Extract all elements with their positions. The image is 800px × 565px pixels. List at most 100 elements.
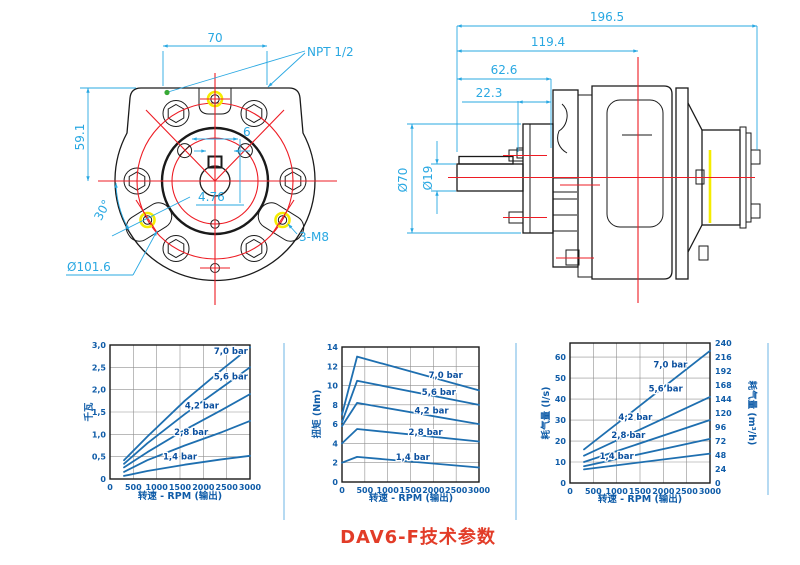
- side-view: 196.5 119.4 62.6 22.3 Ø70 Ø19: [396, 10, 761, 303]
- y-tick-label: 8: [332, 401, 338, 410]
- y-tick-label: 6: [332, 420, 338, 429]
- y-tick-label: 2: [332, 459, 338, 468]
- y2-tick-label: 240: [715, 339, 732, 348]
- series-label: 5,6 bar: [649, 385, 684, 395]
- series-label: 5,6 bar: [214, 372, 249, 382]
- dim-bolt-circle: Ø101.6: [67, 260, 111, 274]
- x-tick-label: 0: [567, 487, 573, 496]
- series-line: [583, 437, 711, 468]
- y-tick-label: 0,5: [92, 453, 107, 462]
- chart-axis-titles: 千瓦 转速 - RPM (输出) 扭矩 (Nm) 转速 - RPM (输出) 耗…: [83, 381, 758, 505]
- main-body: [591, 85, 673, 280]
- x-tick-label: 3000: [468, 486, 491, 495]
- x-tick-label: 0: [339, 486, 345, 495]
- x-tick-label: 500: [356, 486, 373, 495]
- series-label: 4,2 bar: [414, 407, 449, 417]
- x-tick-label: 3000: [239, 483, 262, 492]
- dim-keyway-width: 6: [243, 125, 251, 139]
- y-tick-label: 0: [332, 478, 338, 487]
- x-tick-label: 1500: [629, 487, 652, 496]
- series-label: 4,2 bar: [618, 413, 653, 423]
- x-tick-label: 2500: [445, 486, 468, 495]
- series-line: [341, 401, 480, 428]
- y-tick-label: 10: [555, 458, 567, 467]
- x-tick-label: 500: [125, 483, 142, 492]
- y2-tick-label: 0: [715, 479, 721, 488]
- y-tick-label: 30: [555, 416, 567, 425]
- power-y-label: 千瓦: [83, 402, 95, 422]
- air-x-label: 转速 - RPM (输出): [598, 493, 682, 505]
- y-tick-label: 40: [555, 395, 567, 404]
- x-tick-label: 2500: [676, 487, 699, 496]
- series-label: 7,0 bar: [214, 347, 249, 357]
- chart-separators: [283, 343, 769, 520]
- end-tab: [750, 203, 761, 219]
- air-y-label-right: 耗气量 (m³/h): [746, 381, 758, 446]
- x-tick-label: 2000: [422, 486, 445, 495]
- spring-cutaway: [557, 103, 568, 154]
- dim-shaft-dia: Ø19: [421, 166, 435, 191]
- series-label: 2,8 bar: [409, 428, 444, 438]
- y-tick-label: 3,0: [92, 341, 107, 350]
- plot-border: [569, 342, 711, 484]
- y-tick-label: 1,0: [92, 430, 107, 439]
- air-y-label-left: 耗气量 (l/s): [540, 387, 552, 440]
- dim-left-height: 59.1: [73, 124, 87, 151]
- y2-tick-label: 216: [715, 353, 732, 362]
- torque-x-label: 转速 - RPM (输出): [369, 492, 453, 504]
- y-tick-label: 1,5: [92, 408, 107, 417]
- y2-tick-label: 144: [715, 395, 732, 404]
- y2-tick-label: 96: [715, 423, 727, 432]
- rear-plate: [675, 87, 689, 280]
- highlight-ring: [139, 211, 156, 229]
- front-view: 70 59.1 NPT 1/2 3-M8 Ø101.6 30° 6 4.76: [66, 31, 354, 305]
- series-label: 1,4 bar: [396, 453, 431, 463]
- y-tick-label: 50: [555, 374, 567, 383]
- x-tick-label: 0: [107, 483, 113, 492]
- y2-tick-label: 120: [715, 409, 732, 418]
- y-tick-label: 4: [332, 439, 338, 448]
- x-tick-label: 1000: [606, 487, 629, 496]
- series-line: [123, 393, 251, 469]
- series-line: [123, 419, 251, 473]
- y-tick-label: 60: [555, 353, 567, 362]
- y-tick-label: 0: [560, 479, 566, 488]
- x-tick-label: 1000: [377, 486, 400, 495]
- y-tick-label: 2,5: [92, 363, 107, 372]
- side-body: [456, 85, 761, 280]
- torque-y-label: 扭矩 (Nm): [311, 390, 323, 439]
- series-label: 7,0 bar: [653, 361, 688, 371]
- side-dimensions: 196.5 119.4 62.6 22.3 Ø70 Ø19: [396, 10, 758, 234]
- dim-keyway-height: 4.76: [198, 190, 225, 204]
- series-line: [583, 395, 711, 457]
- y2-tick-label: 24: [715, 465, 727, 474]
- y-tick-label: 0: [100, 475, 106, 484]
- pilot-boss: [522, 123, 554, 234]
- series-label: 2,8 bar: [611, 431, 646, 441]
- series-line: [123, 454, 251, 477]
- series-label: 2,8 bar: [174, 428, 209, 438]
- y2-tick-label: 48: [715, 451, 727, 460]
- series-line: [583, 452, 711, 471]
- dim-to-center: 119.4: [531, 35, 565, 49]
- power-x-label: 转速 - RPM (输出): [138, 490, 222, 502]
- dim-port-thread: NPT 1/2: [307, 45, 354, 59]
- slotted-screw: [177, 143, 193, 159]
- dim-mount-holes: 3-M8: [299, 230, 329, 244]
- x-tick-label: 1000: [146, 483, 169, 492]
- dim-total-length: 196.5: [590, 10, 624, 24]
- page-title: DAV6-F技术参数: [340, 526, 496, 548]
- dim-top-width: 70: [207, 31, 222, 45]
- series-line: [123, 366, 251, 465]
- dim-hole-angle: 30°: [91, 197, 113, 222]
- series-label: 7,0 bar: [429, 371, 464, 381]
- plot-border: [109, 344, 251, 480]
- shaft-key: [458, 155, 514, 165]
- dim-front-section: 62.6: [491, 63, 518, 77]
- x-tick-label: 2000: [652, 487, 675, 496]
- series-label: 4,2 bar: [185, 401, 220, 411]
